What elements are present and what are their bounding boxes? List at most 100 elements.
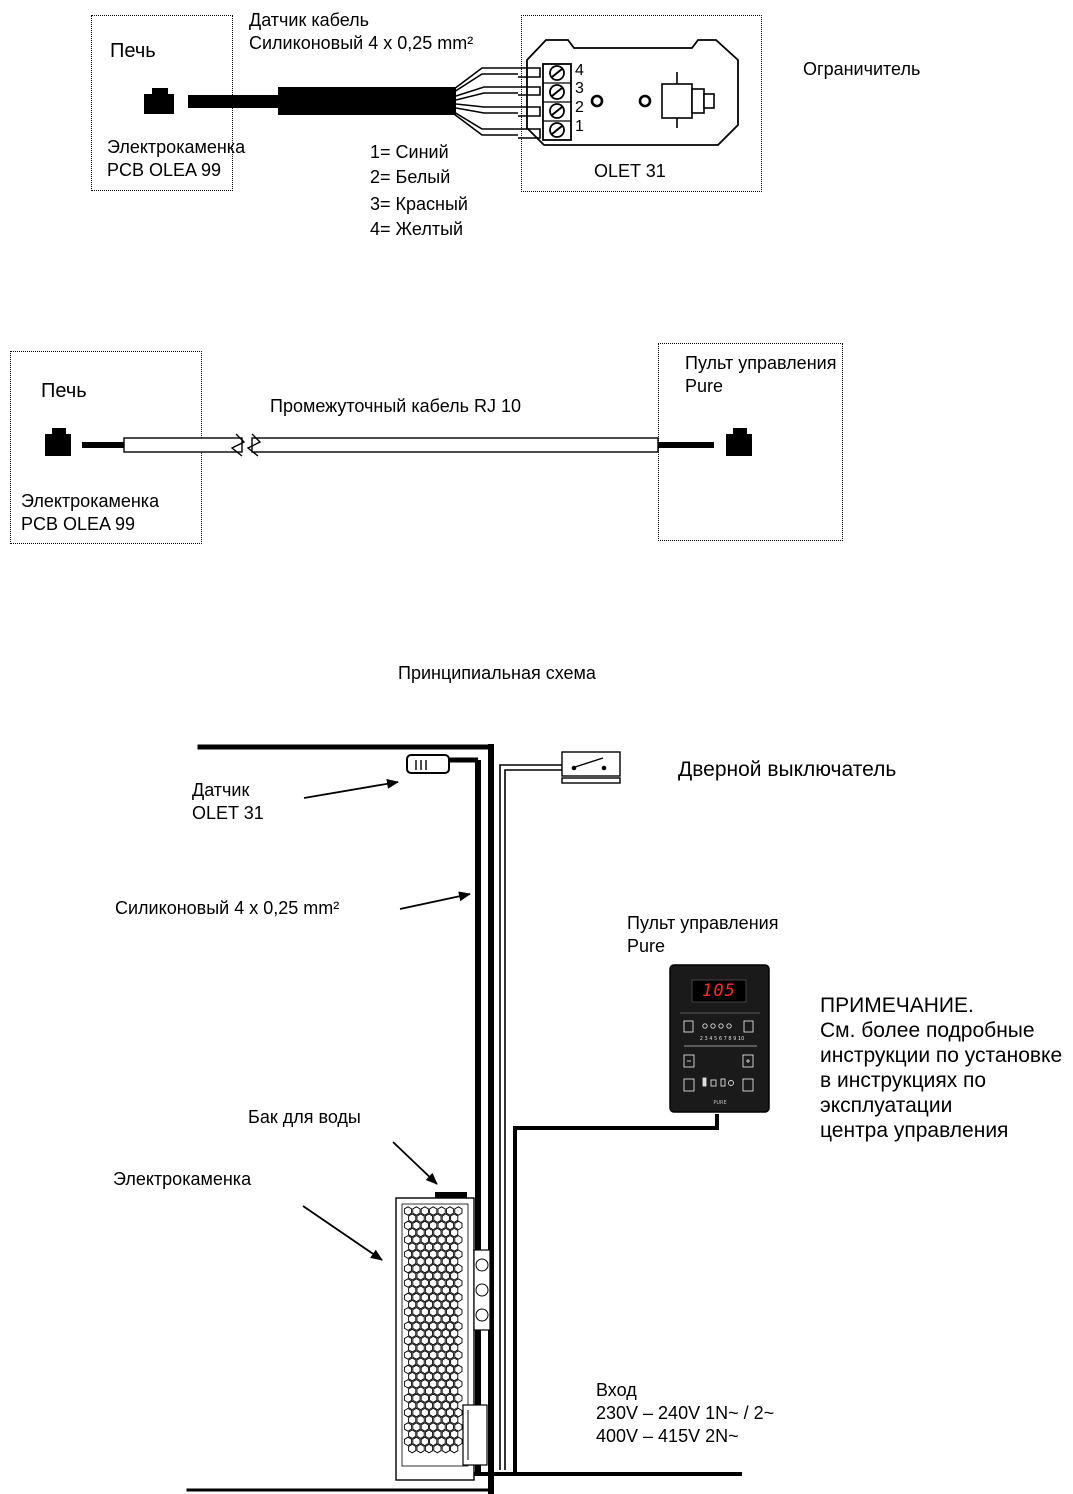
grille-cell (454, 1235, 463, 1245)
grille-cell (441, 1256, 450, 1267)
grille-cell (412, 1220, 421, 1231)
grille-cell (420, 1321, 429, 1331)
label-arrows (302, 778, 471, 1261)
terminal-number-3: 3 (575, 80, 584, 97)
grille-cell (433, 1415, 442, 1425)
wire-color-2: 2= Белый (370, 167, 451, 187)
grille-cell (450, 1314, 459, 1324)
grille-cell (412, 1278, 421, 1288)
grille-cell (433, 1285, 442, 1295)
grille-cell (454, 1379, 463, 1389)
limiter-housing (526, 39, 739, 146)
grille-cell (424, 1285, 434, 1295)
sensor-label-line1: Датчик (192, 780, 250, 800)
grille-cell (454, 1422, 463, 1432)
grille-cell (412, 1436, 421, 1447)
note-line-6: центра управления (820, 1119, 1009, 1142)
sensor-cable-label-line2: Силиконовый 4 x 0,25 mm² (249, 33, 474, 53)
grille-cell (454, 1263, 463, 1274)
grille-cell (424, 1343, 434, 1353)
grille-cell (412, 1206, 421, 1216)
grille-cell (437, 1321, 446, 1331)
grille-cell (454, 1249, 463, 1259)
grille-cell (416, 1415, 425, 1425)
grille-cell (420, 1436, 429, 1447)
grille-cell (437, 1422, 446, 1432)
grille-cell (441, 1415, 450, 1425)
grille-cell (412, 1407, 421, 1418)
panel-label-line2-2: Pure (685, 376, 724, 396)
grille-cell (441, 1371, 450, 1382)
grille-cell (424, 1400, 434, 1411)
grille-cell (412, 1364, 421, 1375)
grille-cell (424, 1443, 434, 1454)
grille-cell (416, 1299, 425, 1310)
grille-cell (416, 1256, 425, 1267)
grille-cell (416, 1271, 425, 1281)
grille-cell (429, 1235, 438, 1245)
wire-color-1: 1= Синий (370, 142, 449, 162)
grille-cell (408, 1314, 417, 1324)
grille-cell (441, 1343, 450, 1353)
grille-cell (445, 1249, 455, 1259)
olet-sensor-icon (406, 754, 450, 774)
input-label-line2: 230V – 240V 1N~ / 2~ (596, 1403, 775, 1423)
grille-cell (450, 1271, 459, 1281)
grille-cell (403, 1278, 413, 1288)
grille-cell (416, 1213, 425, 1223)
grille-cell (441, 1242, 450, 1252)
cable-stub-right (658, 442, 714, 448)
grille-cell (445, 1307, 455, 1317)
grille-cell (420, 1292, 429, 1303)
grille-cell (445, 1350, 455, 1360)
grille-cell (454, 1220, 463, 1231)
grille-cell (403, 1407, 413, 1418)
grille-cell (408, 1299, 417, 1310)
grille-cell (403, 1335, 413, 1346)
grille-cell (429, 1350, 438, 1360)
grille-cell (441, 1271, 450, 1281)
grille-cell (420, 1407, 429, 1418)
grille-cell (429, 1220, 438, 1231)
grille-cell (454, 1206, 463, 1216)
grille-cell (420, 1206, 429, 1216)
grille-cell (433, 1299, 442, 1310)
grille-cell (437, 1278, 446, 1288)
heater-label-line1-2: Электрокаменка (21, 491, 160, 511)
grille-cell (437, 1407, 446, 1418)
grille-cell (403, 1422, 413, 1432)
grille-cell (429, 1307, 438, 1317)
grille-cell (416, 1443, 425, 1454)
grille-cell (403, 1364, 413, 1375)
grille-cell (408, 1256, 417, 1267)
rj-plug-icon-1 (144, 88, 174, 114)
limiter-model-label: OLET 31 (594, 161, 666, 181)
grille-cell (441, 1386, 450, 1396)
grille-cell (445, 1278, 455, 1288)
grille-cell (445, 1235, 455, 1245)
grille-cell (416, 1343, 425, 1353)
grille-cell (424, 1386, 434, 1396)
panel-display: 105 (702, 981, 736, 1001)
grille-cell (437, 1206, 446, 1216)
grille-cell (408, 1227, 417, 1238)
grille-cell (416, 1227, 425, 1238)
grille-cell (437, 1220, 446, 1231)
grille-cell (412, 1307, 421, 1317)
grille-cell (403, 1393, 413, 1403)
cable-stub-left (82, 442, 124, 448)
grille-cell (403, 1350, 413, 1360)
grille-cell (412, 1249, 421, 1259)
grille-cell (450, 1386, 459, 1396)
grille-cell (450, 1400, 459, 1411)
grille-cell (429, 1278, 438, 1288)
grille-cell (445, 1393, 455, 1403)
grille-cell (408, 1242, 417, 1252)
grille-cell (450, 1256, 459, 1267)
grille-cell (433, 1343, 442, 1353)
panel-label-line1-2: Пульт управления (685, 353, 837, 373)
grille-cell (441, 1357, 450, 1367)
grille-cell (403, 1292, 413, 1303)
grille-cell (437, 1307, 446, 1317)
